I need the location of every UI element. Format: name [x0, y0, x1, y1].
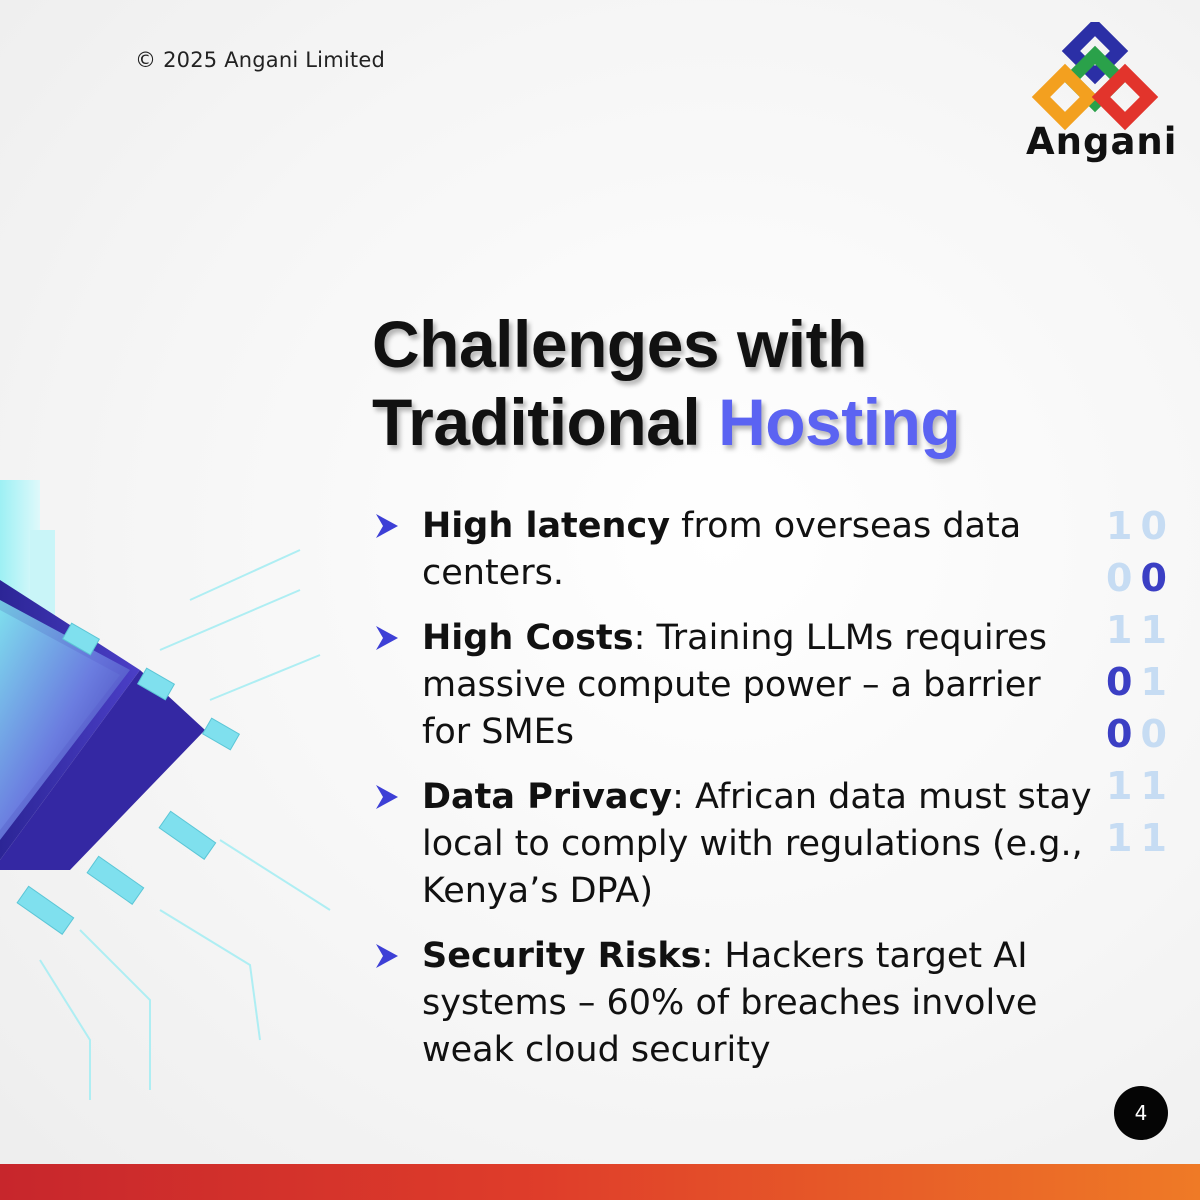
list-item: High Costs: Training LLMs requires massi… [372, 615, 1092, 756]
bullet-text: : Hackers target AI systems – 60% of bre… [422, 936, 1038, 1070]
binary-digit: 0 [1140, 504, 1167, 548]
binary-digit: 1 [1140, 816, 1167, 860]
bullet-text: : African data must stay local to comply… [422, 777, 1092, 911]
bottom-gradient-bar [0, 1164, 1200, 1200]
binary-digit: 1 [1106, 504, 1133, 548]
binary-digit: 0 [1106, 556, 1133, 600]
binary-digit: 1 [1140, 660, 1167, 704]
bullet-arrow-icon [376, 626, 398, 650]
binary-digit: 0 [1140, 556, 1167, 600]
copyright-text: © 2025 Angani Limited [135, 48, 385, 72]
bullet-arrow-icon [376, 944, 398, 968]
list-item: Data Privacy: African data must stay loc… [372, 774, 1092, 915]
bullet-arrow-icon [376, 514, 398, 538]
challenges-list: High latency from overseas data centers.… [372, 503, 1092, 1092]
title-accent-word: Hosting [718, 385, 961, 459]
angani-logo-icon [1031, 22, 1159, 131]
chip-illustration [0, 480, 331, 1100]
list-item: High latency from overseas data centers. [372, 503, 1092, 597]
binary-digit: 1 [1106, 764, 1133, 808]
binary-digit: 0 [1106, 712, 1133, 756]
bullet-text: : Training LLMs requires massive compute… [422, 618, 1047, 752]
bullet-text: from overseas data centers. [422, 506, 1022, 593]
title-line-2: Traditional [372, 385, 701, 459]
brand-name: Angani [1026, 120, 1178, 163]
bullet-heading: High latency [422, 506, 671, 546]
bullet-heading: Security Risks [422, 936, 702, 976]
binary-digit: 1 [1140, 764, 1167, 808]
page-number-badge: 4 [1114, 1086, 1168, 1140]
binary-digit: 0 [1140, 712, 1167, 756]
bullet-arrow-icon [376, 785, 398, 809]
binary-digit: 1 [1140, 608, 1167, 652]
bullet-heading: Data Privacy [422, 777, 673, 817]
binary-digit: 1 [1106, 816, 1133, 860]
binary-digit: 0 [1106, 660, 1133, 704]
bullet-heading: High Costs [422, 618, 634, 658]
title-line-1: Challenges with [372, 307, 867, 381]
binary-digit: 1 [1106, 608, 1133, 652]
page-title: Challenges with Traditional Hosting [372, 305, 961, 461]
list-item: Security Risks: Hackers target AI system… [372, 933, 1092, 1074]
